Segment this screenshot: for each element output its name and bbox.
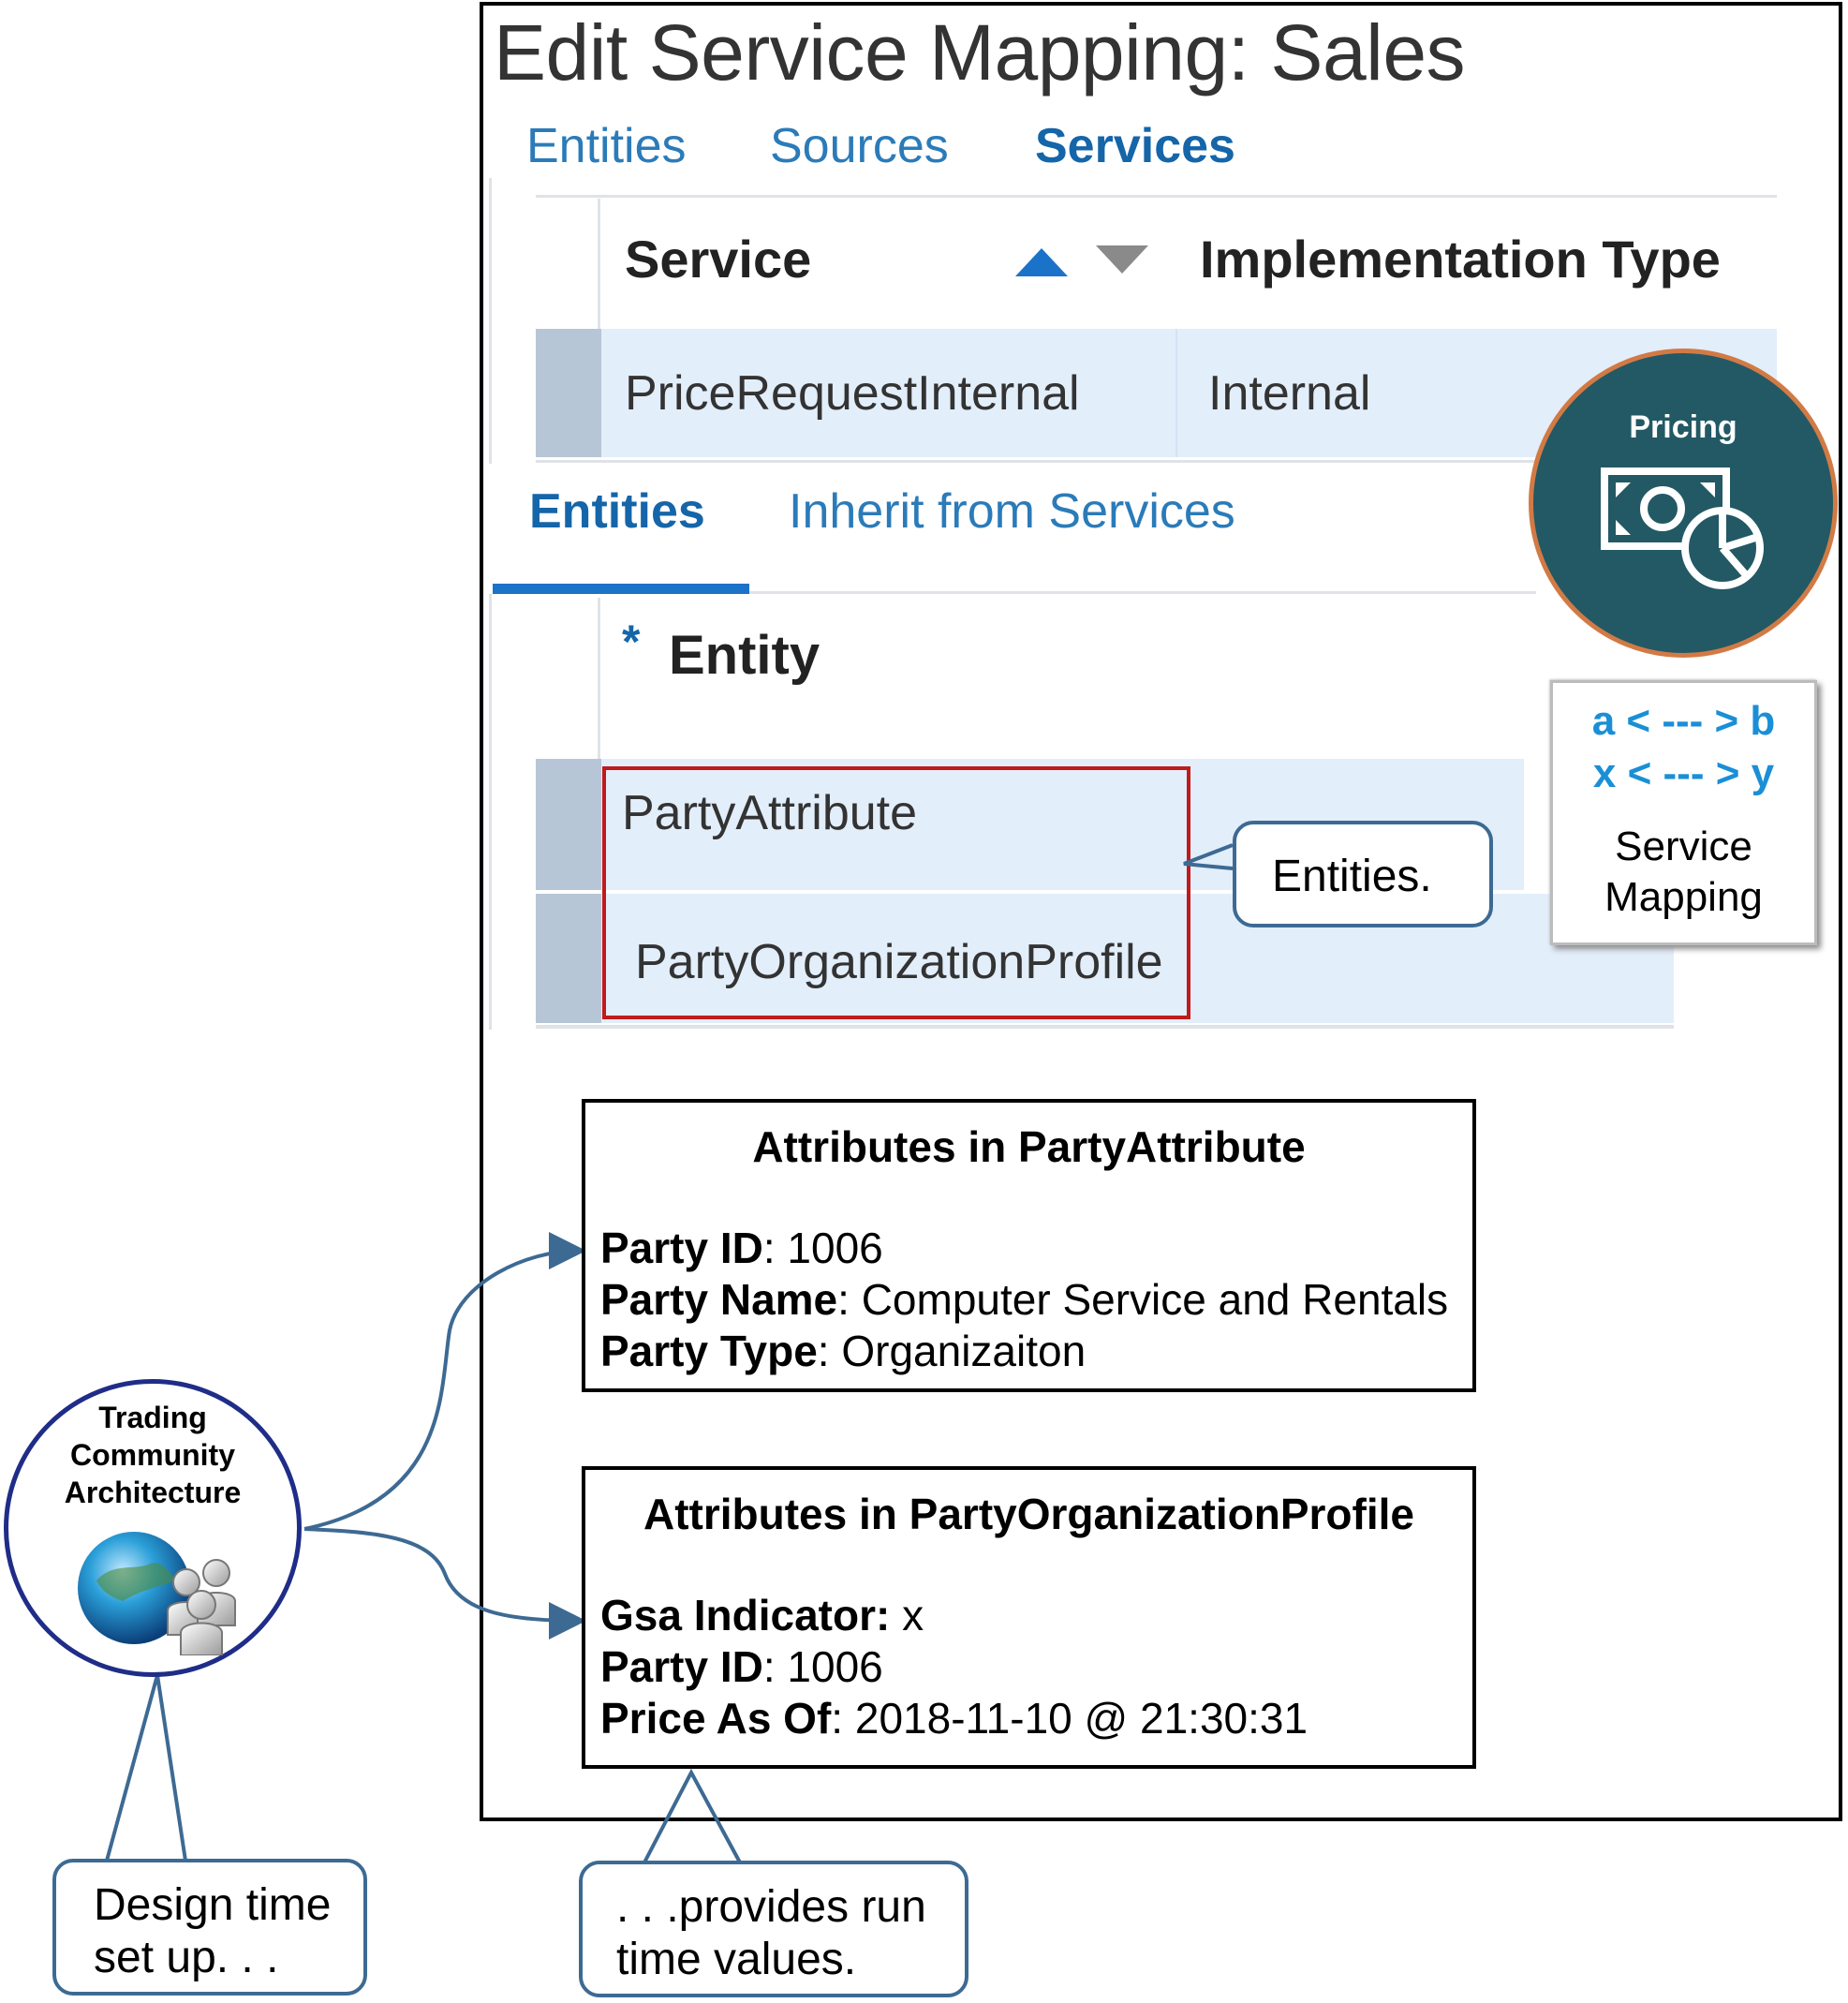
globe-people-icon [78,1532,236,1655]
tca-badge-label: Trading Community Architecture [64,1401,242,1509]
entity-table-bottom-border [536,1025,1674,1029]
design-time-callout: Design time set up. . . [52,1859,367,1996]
row-cell-divider [1175,329,1177,457]
row-selector[interactable] [536,894,601,1023]
party-attribute-field: Party Name: Computer Service and Rentals [600,1275,1449,1324]
subtab-entities[interactable]: Entities [529,484,705,539]
column-header-entity[interactable]: Entity [669,625,821,686]
entity-row-label: PartyAttribute [622,786,918,840]
row-selector[interactable] [536,759,601,890]
pricing-badge: Pricing [1529,349,1838,658]
party-attribute-title: Attributes in PartyAttribute [752,1122,1306,1171]
tab-entities[interactable]: Entities [526,119,687,173]
entities-highlight-box [602,766,1190,1019]
sort-ascending-icon[interactable] [1015,248,1068,276]
tab-sources[interactable]: Sources [770,119,949,173]
party-org-profile-field: Party ID: 1006 [600,1642,883,1691]
service-mapping-line-2: x < --- > y [1592,750,1775,796]
party-org-profile-field: Gsa Indicator: x [600,1591,924,1639]
cell-implementation-type: Internal [1208,366,1371,421]
subtab-inherit-from-services[interactable]: Inherit from Services [789,484,1235,539]
row-selector[interactable] [536,329,601,457]
party-org-profile-title: Attributes in PartyOrganizationProfile [643,1490,1414,1538]
service-mapping-line-1: a < --- > b [1591,698,1776,744]
party-attribute-field: Party ID: 1006 [600,1224,883,1272]
row-separator [536,890,1524,894]
tab-services[interactable]: Services [1035,119,1235,173]
active-tab-indicator [493,584,749,594]
pricing-money-chart-icon [1601,467,1764,589]
entity-table-column-divider [598,598,600,762]
table-top-border [536,195,1777,198]
entities-callout-text: Entities. [1272,852,1432,901]
pricing-badge-label: Pricing [1629,409,1737,445]
party-org-profile-field: Price As Of: 2018-11-10 @ 21:30:31 [600,1694,1308,1743]
party-attribute-field: Party Type: Organizaiton [600,1327,1087,1375]
service-mapping-badge: a < --- > b x < --- > y Service Mapping [1550,680,1817,945]
column-header-service[interactable]: Service [625,230,812,289]
table-column-divider [598,199,600,330]
service-mapping-label: Service Mapping [1604,823,1763,920]
required-indicator: * [622,616,641,668]
table-bottom-border [536,460,1777,463]
cell-service: PriceRequestInternal [625,366,1080,421]
run-time-callout-text: . . .provides run time values. [616,1882,926,1984]
tca-badge: Trading Community Architecture [4,1379,302,1677]
entity-table-left-border [489,594,492,1030]
entities-callout: Entities. [1233,821,1493,927]
design-time-callout-text: Design time set up. . . [94,1880,332,1982]
entity-row-label: PartyOrganizationProfile [635,935,1163,989]
run-time-callout: . . .provides run time values. [579,1861,968,1997]
party-attribute-box: Attributes in PartyAttribute Party ID: 1… [582,1099,1476,1392]
table-left-border [489,178,492,464]
subtab-baseline [749,591,1536,594]
sort-descending-icon[interactable] [1096,245,1148,274]
page-title: Edit Service Mapping: Sales [494,8,1466,96]
party-org-profile-box: Attributes in PartyOrganizationProfile G… [582,1466,1476,1769]
column-header-implementation-type[interactable]: Implementation Type [1200,230,1721,289]
